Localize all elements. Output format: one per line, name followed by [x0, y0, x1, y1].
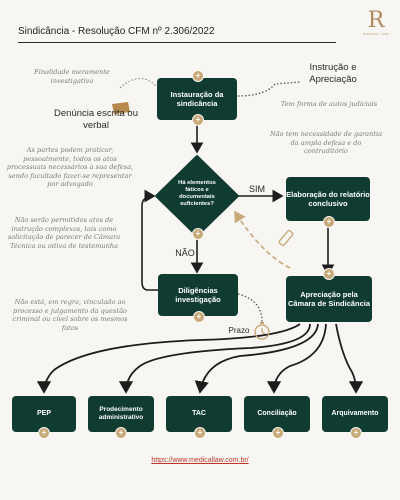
plus-badge-icon: +: [192, 70, 204, 82]
plus-badge-icon: +: [350, 427, 362, 439]
node-apreciacao-label: Apreciação pela Câmara de Sindicância: [287, 289, 371, 308]
node-arquivamento-label: Arquivamento: [331, 409, 379, 417]
node-tac-label: TAC: [192, 409, 206, 417]
node-diligencias-label: Diligências investigação: [175, 285, 221, 304]
node-elaboracao: Elaboração do relatório conclusivo: [286, 177, 370, 221]
label-denuncia: Denúncia escrita ou verbal: [54, 108, 138, 131]
logo: R RADICAL LAW: [360, 8, 392, 37]
plus-badge-icon: +: [193, 311, 205, 323]
plus-badge-icon: +: [323, 216, 335, 228]
label-instrucao: Instrução e Apreciação: [309, 62, 357, 85]
plus-badge-icon: +: [38, 427, 50, 439]
node-pep: PEP: [12, 396, 76, 432]
plus-badge-icon: +: [192, 114, 204, 126]
logo-letter: R: [367, 8, 385, 33]
document-icon: [112, 102, 130, 114]
logo-text: RADICAL LAW: [363, 32, 389, 36]
note-partes: As partes podem praticar, pessoalmente, …: [6, 146, 134, 189]
note-finalidade: Finalidade meramente investigativa: [34, 68, 110, 85]
plus-badge-icon: +: [272, 427, 284, 439]
node-tac: TAC: [166, 396, 232, 432]
note-nao-vinculado: Não está, em regra, vinculado ao process…: [12, 298, 128, 332]
node-conciliacao-label: Conciliação: [257, 409, 297, 417]
plus-badge-icon: +: [115, 427, 127, 439]
node-processo: Prodecimento administrativo: [88, 396, 154, 432]
note-nao-necessidade: Não tem necessidade de garantia da ampla…: [269, 130, 383, 156]
footer-link[interactable]: https://www.medicallaw.com.br/: [151, 457, 249, 464]
label-prazo: Prazo: [228, 326, 250, 335]
label-nao: NÃO: [175, 248, 195, 258]
node-apreciacao: Apreciação pela Câmara de Sindicância: [286, 276, 372, 322]
node-elaboracao-label: Elaboração do relatório conclusivo: [286, 189, 370, 208]
node-instauracao: Instauração da sindicância: [157, 78, 237, 120]
decision-label: Há elementos fáticos e documentais sufic…: [178, 180, 216, 207]
node-conciliacao: Conciliação: [244, 396, 310, 432]
note-forma-autos: Tem forma de autos judiciais: [280, 100, 378, 108]
node-pep-label: PEP: [36, 409, 51, 417]
label-sim: SIM: [248, 184, 265, 194]
plus-badge-icon: +: [194, 427, 206, 439]
pen-icon: [278, 229, 294, 247]
stopwatch-icon: [254, 322, 270, 340]
node-instauracao-label: Instauração da sindicância: [170, 89, 224, 108]
node-arquivamento: Arquivamento: [322, 396, 388, 432]
page-title: Sindicância - Resolução CFM nº 2.306/202…: [18, 26, 215, 37]
title-divider: [18, 42, 336, 43]
plus-badge-icon: +: [323, 268, 335, 280]
note-nao-permitidos: Não serão permitidos atos de instrução c…: [7, 216, 121, 250]
node-processo-label: Prodecimento administrativo: [98, 405, 144, 421]
plus-badge-icon: +: [192, 228, 204, 240]
node-diligencias: Diligências investigação: [158, 274, 238, 316]
